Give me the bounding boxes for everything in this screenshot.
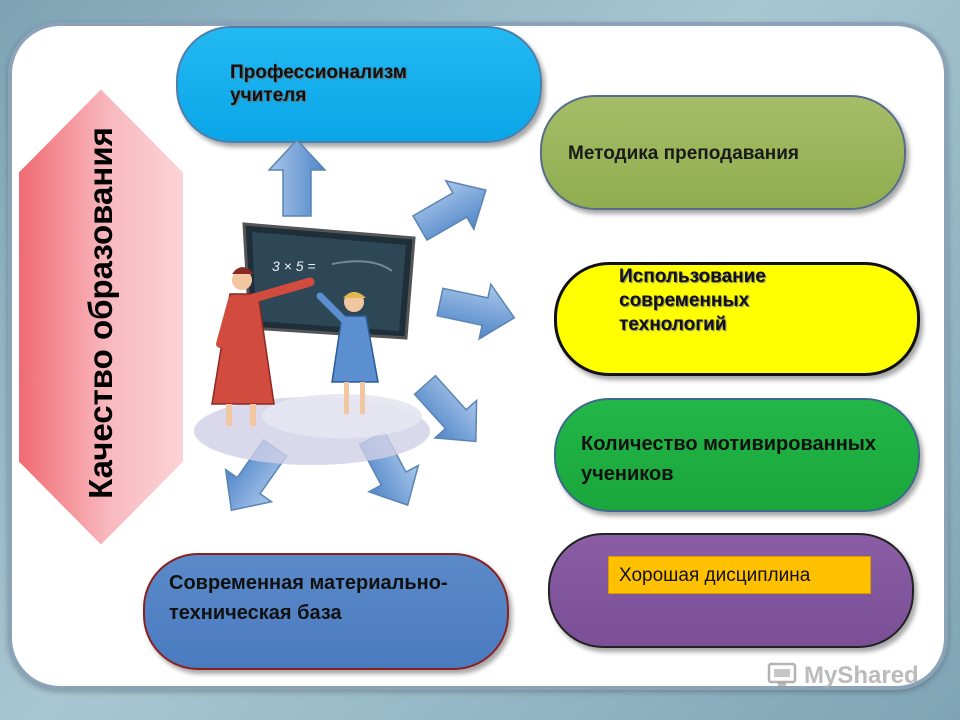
discipline-text: Хорошая дисциплина <box>608 556 871 594</box>
box-discipline: Хорошая дисциплина <box>548 533 914 648</box>
material-base-text: Современная материально-техническая база <box>169 572 448 624</box>
watermark-logo-icon <box>767 662 797 688</box>
board-text: 3 × 5 = <box>272 258 316 274</box>
box-professionalism: Профессионализм учителя <box>176 26 542 143</box>
watermark-text: MyShared <box>804 662 919 689</box>
methodology-text: Методика преподавания <box>568 143 799 164</box>
professionalism-text: Профессионализм учителя <box>230 62 407 106</box>
box-material-base: Современная материально-техническая база <box>143 553 509 670</box>
watermark: MyShared <box>766 656 936 696</box>
quality-hexagon <box>17 86 185 548</box>
quality-label: Качество образования <box>82 127 119 499</box>
quality-label-wrap: Качество образования <box>52 127 150 499</box>
teacher-student-illustration: 3 × 5 = <box>194 222 430 465</box>
box-methodology: Методика преподавания <box>540 95 906 210</box>
technologies-text: Использование современных технологий <box>619 266 766 335</box>
motivated-students-text: Количество мотивированных учеников <box>581 433 876 485</box>
box-motivated-students: Количество мотивированных учеников <box>554 398 920 512</box>
box-technologies: Использование современных технологий <box>554 262 920 376</box>
